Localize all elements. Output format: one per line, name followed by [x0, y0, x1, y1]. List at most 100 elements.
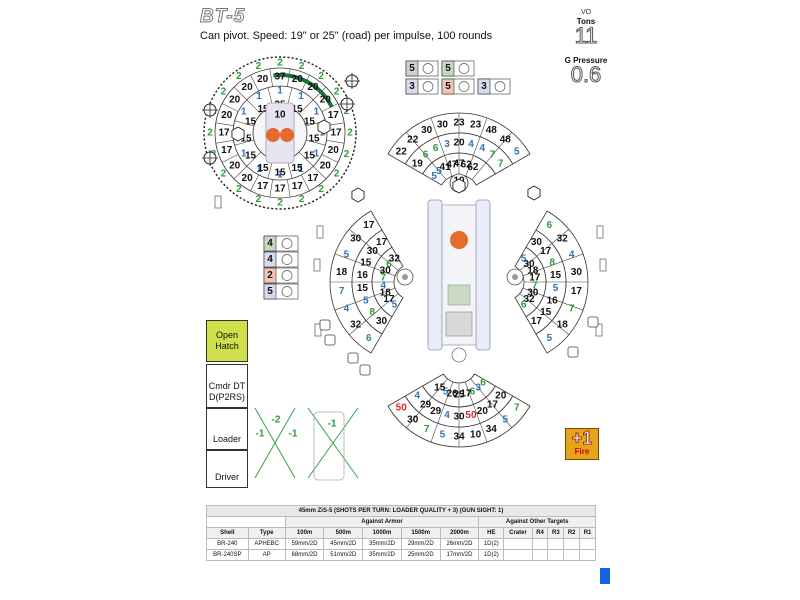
wound-mark: -2 [272, 415, 281, 426]
hex-icon [317, 119, 331, 135]
turret-ring1-value: 2 [344, 149, 350, 160]
gun-table-col-header: R3 [547, 527, 565, 539]
hull-rear-value: 17 [487, 399, 499, 410]
open-hatch-box[interactable]: Open Hatch [206, 320, 248, 362]
hull-left-value: 18 [336, 267, 348, 278]
hull-right-value: 30 [527, 288, 539, 299]
turret-divider [301, 74, 310, 92]
turret-ring2-value: 17 [328, 110, 340, 121]
tons-label: Tons [576, 17, 596, 26]
turret-divider-inner [234, 120, 254, 127]
hull-left-value: 30 [376, 316, 388, 327]
turret-ring3-value: 1 [241, 149, 247, 160]
hull-left-value: 5 [344, 249, 350, 260]
turret-armor-diagram[interactable]: 2222222222222222222237202020171720201717… [203, 56, 357, 210]
shell-icon [595, 323, 603, 337]
hull-rear-value: 4 [415, 391, 421, 402]
hex-icon [351, 187, 365, 203]
turret-ring4-value: 15 [304, 151, 316, 162]
hull-right-value: 30 [531, 237, 543, 248]
hull-right-divider [522, 287, 584, 311]
hull-front-divider [476, 153, 531, 186]
gun-table-cell: 51mm/2D [323, 549, 364, 561]
gun-table-col-header: 500m [323, 527, 364, 539]
turret-ring1-value: 2 [256, 194, 262, 205]
hull-right-value: 5 [521, 253, 527, 264]
hull-left-value: 30 [350, 233, 362, 244]
hex-icon [231, 126, 245, 142]
gun-table-col-header: R4 [531, 527, 549, 539]
turret-ring3-value: 1 [277, 86, 283, 97]
turret-ring1-value: 2 [256, 61, 262, 72]
gun-table-col-header: 1000m [362, 527, 402, 539]
eye-icon [281, 254, 293, 265]
hull-right-divider [519, 229, 570, 271]
gun-table-caption: 45mm ZiS-5 (SHOTS PER TURN: LOADER QUALI… [206, 505, 596, 517]
shell-icon [596, 225, 604, 239]
hull-left-divider [370, 297, 404, 354]
gun-table-col-header: Type [247, 527, 286, 539]
engine-deck [447, 284, 471, 306]
hull-rear-value: 29 [420, 399, 432, 410]
chart-cell-value: 5 [445, 81, 451, 92]
gun-table-cell [563, 538, 581, 550]
hull-right-value: 17 [540, 246, 552, 257]
fire-modifier-box[interactable]: +1 Fire [565, 428, 599, 460]
chart-cell-value-bg [441, 60, 455, 77]
engine-icon [587, 316, 599, 328]
hull-front-value: 5 [514, 147, 520, 158]
turret-ring2-value: 20 [242, 82, 254, 93]
driver-box[interactable]: Driver [206, 450, 248, 488]
hull-rear-armor-arc[interactable]: 7534103457305020172050304292946361725265… [387, 373, 531, 448]
turret-ring2-value: 20 [328, 145, 340, 156]
turret-divider-inner [246, 151, 262, 167]
hull-front-divider [471, 131, 512, 180]
hull-rear-divider [474, 373, 531, 407]
hull-rear-value: 17 [460, 389, 472, 400]
gun-table-col-header: R1 [579, 527, 596, 539]
against-other-header: Against Other Targets [478, 516, 596, 528]
turret-ring1-value: 2 [299, 61, 305, 72]
hull-front-value: 5 [436, 166, 442, 177]
chart-cell-value-bg [263, 283, 277, 300]
turret-ring3-value: 1 [256, 164, 262, 175]
hull-left-value: 5 [363, 296, 369, 307]
hull-right-value: 16 [547, 296, 559, 307]
chart-cell-value-bg [405, 60, 419, 77]
commander-box[interactable]: Cmdr DT D(P2RS) [206, 364, 248, 408]
gun-table: 45mm ZiS-5 (SHOTS PER TURN: LOADER QUALI… [206, 505, 596, 561]
hull-left-value: 15 [360, 257, 372, 268]
turret-divider [313, 86, 327, 100]
tons-value: 11 [574, 23, 598, 48]
hull-front-divider [387, 153, 442, 186]
rear-grille [445, 311, 473, 337]
turret-divider [269, 68, 273, 87]
shell-icon [281, 286, 293, 297]
hull-right-value: 6 [521, 300, 527, 311]
hull-left-value: 6 [366, 333, 372, 344]
loader-box[interactable]: Loader [206, 408, 248, 450]
turret-ring3-value: 1 [277, 170, 283, 181]
turret-divider-inner [306, 139, 326, 146]
hull-rear-value: 7 [514, 402, 520, 413]
hull-rear-value: 29 [430, 406, 442, 417]
hull-front-value: 30 [437, 119, 449, 130]
hull-front-value: 62 [467, 162, 479, 173]
wound-cross-line [307, 407, 359, 479]
turret-ring3-value: 1 [314, 149, 320, 160]
gun-table-cell: BR-240SP [206, 549, 249, 561]
turret-ring1-value: 2 [299, 194, 305, 205]
hull-rear-value: 50 [396, 402, 408, 413]
wheel-icon [494, 81, 506, 92]
chart-cell-value: 5 [445, 63, 451, 74]
gun-table-cell: BR-240 [206, 538, 249, 550]
chart-cell-value-bg [477, 78, 491, 95]
g-pressure-value: 0.6 [570, 62, 602, 87]
hull-rear-value: 26 [447, 389, 459, 400]
hull-front-value: 19 [412, 158, 424, 169]
turret-divider [221, 154, 239, 163]
